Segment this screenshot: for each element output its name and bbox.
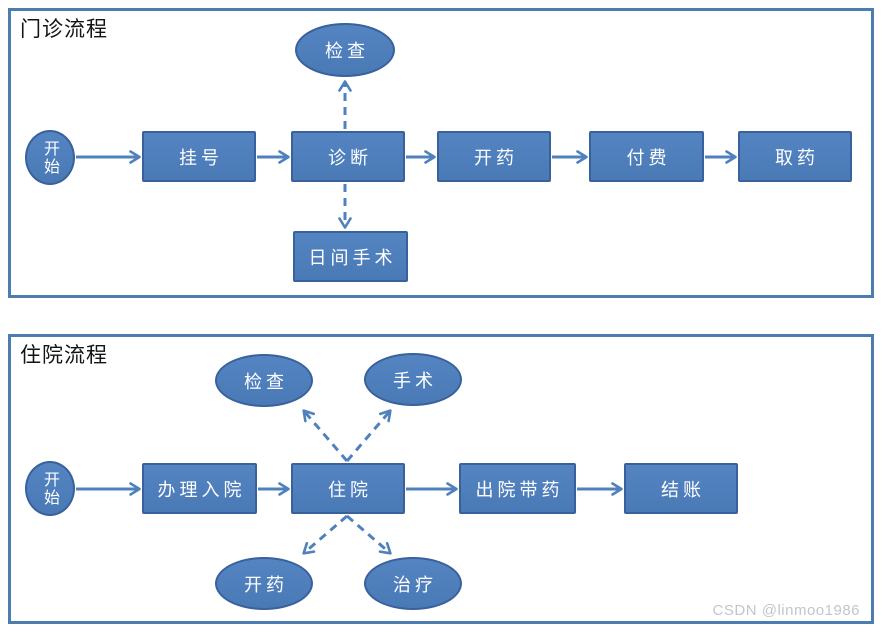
node-day-surgery: 日间手术: [293, 231, 408, 282]
node-admission: 办理入院: [142, 463, 257, 514]
node-surgery: 手术: [364, 353, 462, 406]
inpatient-panel-title: 住院流程: [20, 343, 108, 367]
node-discharge-meds: 出院带药: [459, 463, 576, 514]
node-inpatient-exam: 检查: [215, 354, 313, 407]
node-outpatient-exam: 检查: [295, 23, 395, 77]
node-outpatient-start: 开始: [25, 130, 75, 185]
node-inpatient-start: 开始: [25, 461, 75, 516]
node-inpatient-prescribe: 开药: [215, 557, 313, 610]
outpatient-panel-title: 门诊流程: [20, 17, 108, 41]
node-dispense: 取药: [738, 131, 852, 182]
node-hospital-stay: 住院: [291, 463, 405, 514]
node-treatment: 治疗: [364, 557, 462, 610]
node-diagnose: 诊断: [291, 131, 405, 182]
node-register: 挂号: [142, 131, 256, 182]
node-settlement: 结账: [624, 463, 738, 514]
node-pay: 付费: [589, 131, 704, 182]
csdn-watermark: CSDN @linmoo1986: [712, 602, 860, 619]
node-outpatient-prescribe: 开药: [437, 131, 551, 182]
